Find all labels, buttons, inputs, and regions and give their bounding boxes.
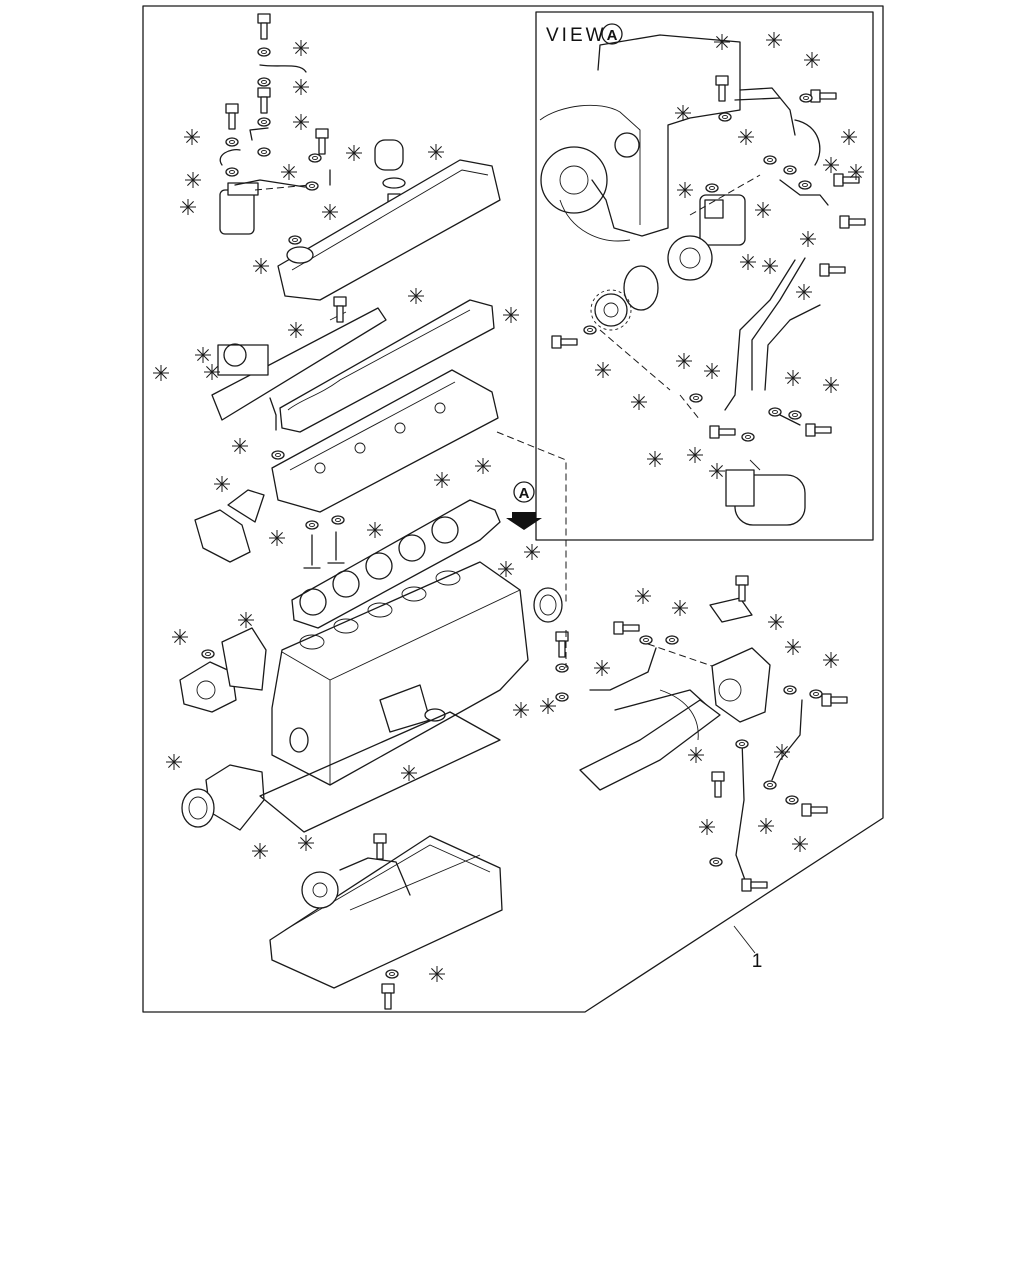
pointer-callout-letter: A: [519, 485, 530, 502]
kit-frame-border: [142, 5, 884, 1013]
view-callout-letter: A: [607, 27, 618, 44]
item-number-label: 1: [752, 951, 763, 972]
pointer-callout-circle: [513, 481, 535, 503]
view-title: VIEW: [546, 25, 607, 46]
view-a-inset: VIEW A: [535, 11, 874, 541]
view-callout-circle: [601, 23, 623, 45]
item-leader-line: [733, 925, 756, 954]
view-direction-arrow: [506, 512, 542, 530]
main-exploded-assembly: A: [179, 13, 848, 1010]
